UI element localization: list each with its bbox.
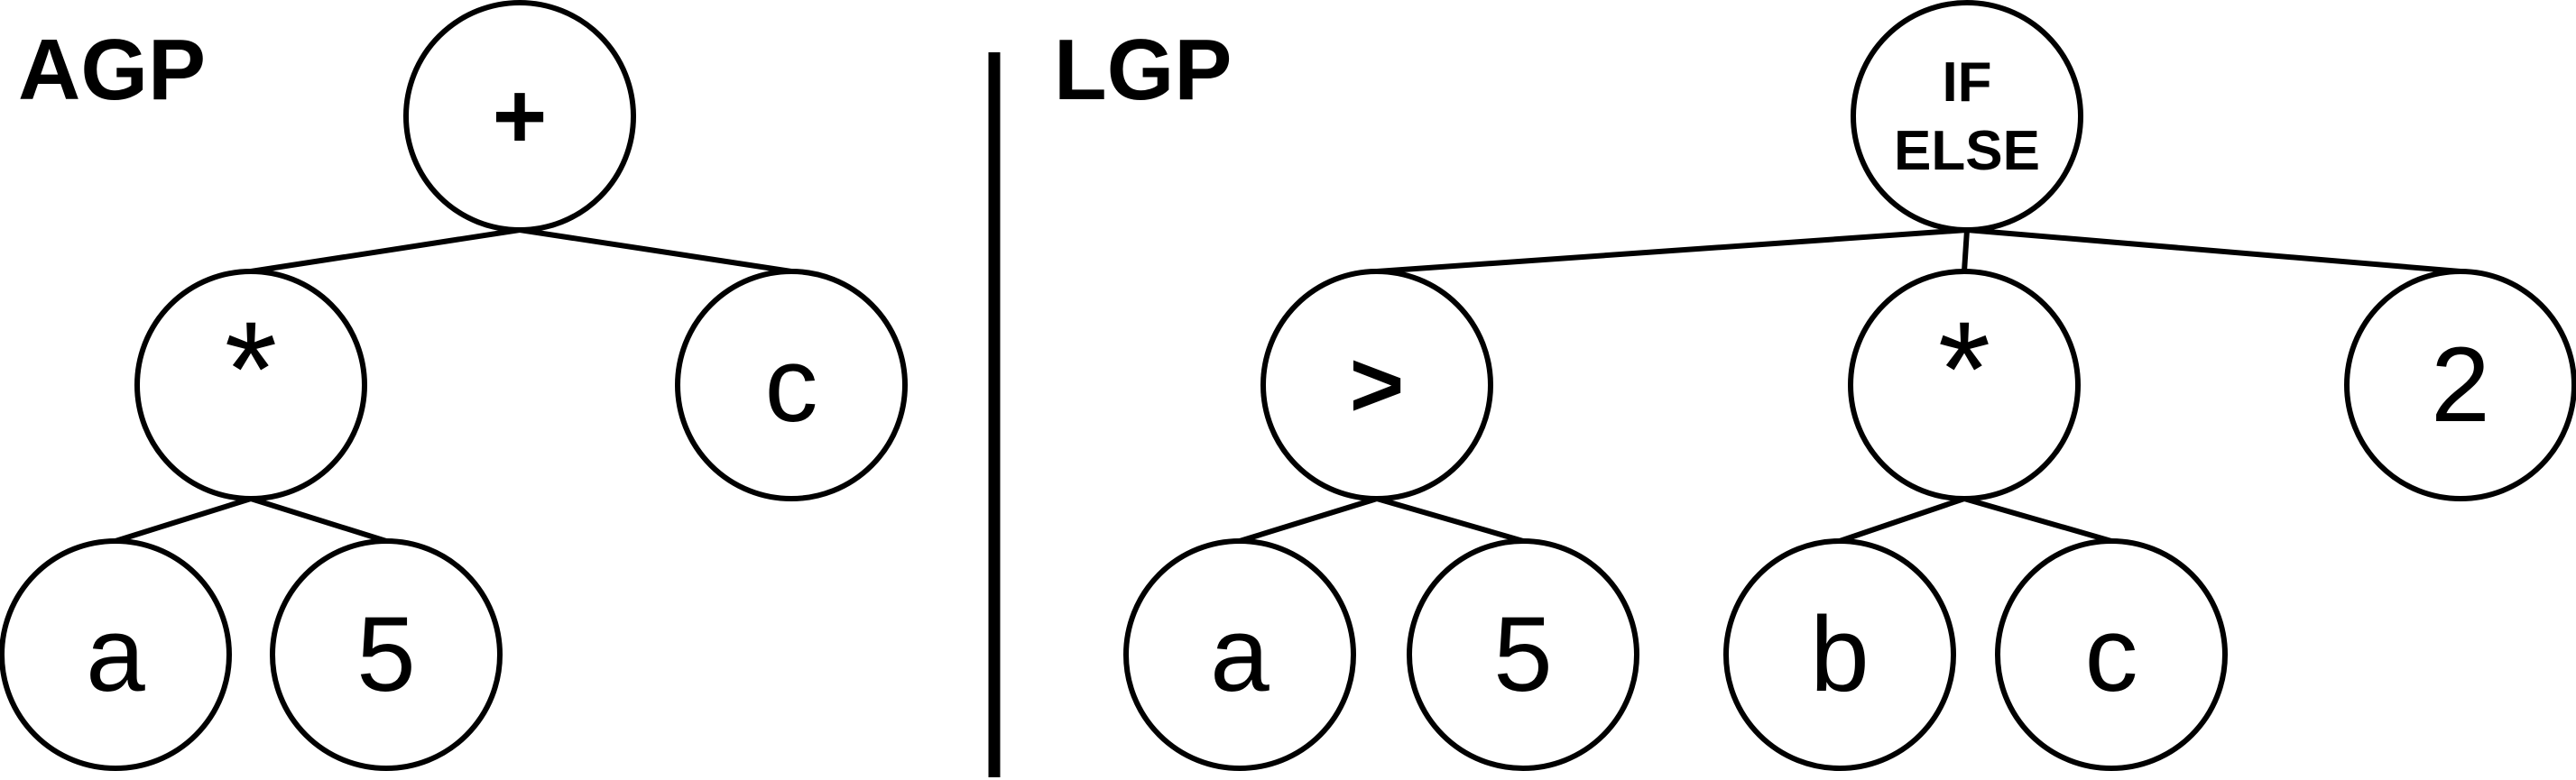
tree-node-lgp-2[interactable]: 2 <box>2344 269 2576 501</box>
node-circle <box>270 538 503 771</box>
tree-node-lgp-a[interactable]: a <box>1123 538 1356 771</box>
tree-node-lgp-b[interactable]: b <box>1723 538 1956 771</box>
node-label: a <box>86 595 145 714</box>
edges-layer <box>115 227 2461 544</box>
tree-node-agp-c[interactable]: c <box>675 269 908 501</box>
tree-node-lgp-5[interactable]: 5 <box>1407 538 1639 771</box>
node-label: c <box>2085 595 2138 714</box>
tree-edge <box>250 496 387 544</box>
tree-edge <box>1376 227 1968 274</box>
node-circle <box>1723 538 1956 771</box>
node-circle <box>1995 538 2228 771</box>
node-label: > <box>1350 333 1405 437</box>
tree-edge <box>1966 227 2461 274</box>
tree-node-agp-root[interactable]: + <box>403 0 636 233</box>
node-circle <box>403 0 636 233</box>
tree-edge <box>1839 496 1965 544</box>
tree-edge <box>1376 496 1524 544</box>
node-circle <box>1407 538 1639 771</box>
panel-title-lgp: LGP <box>1054 22 1232 118</box>
node-label: b <box>1810 595 1870 714</box>
node-circle <box>1123 538 1356 771</box>
tree-edge <box>1962 229 1970 272</box>
tree-node-lgp-gt[interactable]: > <box>1260 269 1493 501</box>
panel-titles: AGP LGP <box>18 22 1232 118</box>
tree-edge <box>115 496 252 544</box>
node-circle <box>1851 0 2083 233</box>
node-label: 2 <box>2431 326 2490 445</box>
node-label-line: ELSE <box>1894 120 2040 182</box>
node-label: a <box>1210 595 1270 714</box>
node-circle <box>0 538 232 771</box>
tree-edge <box>1239 496 1378 544</box>
tree-node-agp-mul[interactable]: * <box>134 269 367 501</box>
tree-edge <box>250 227 521 274</box>
node-circle <box>1260 269 1493 501</box>
node-circle <box>134 269 367 501</box>
tree-node-agp-5[interactable]: 5 <box>270 538 503 771</box>
tree-node-agp-a[interactable]: a <box>0 538 232 771</box>
node-label: * <box>1938 293 1990 445</box>
tree-node-lgp-c[interactable]: c <box>1995 538 2228 771</box>
tree-node-lgp-mul[interactable]: * <box>1848 269 2081 501</box>
panel-title-agp: AGP <box>18 22 206 118</box>
node-label: c <box>765 326 818 445</box>
node-label: + <box>493 64 548 169</box>
node-label: * <box>225 293 277 445</box>
node-circle <box>1848 269 2081 501</box>
node-label: 5 <box>1493 595 1553 714</box>
tree-edge <box>519 227 792 274</box>
node-label-line: IF <box>1942 51 1991 114</box>
tree-edge <box>1963 496 2112 544</box>
node-label: 5 <box>356 595 416 714</box>
node-circle <box>675 269 908 501</box>
node-circle <box>2344 269 2576 501</box>
